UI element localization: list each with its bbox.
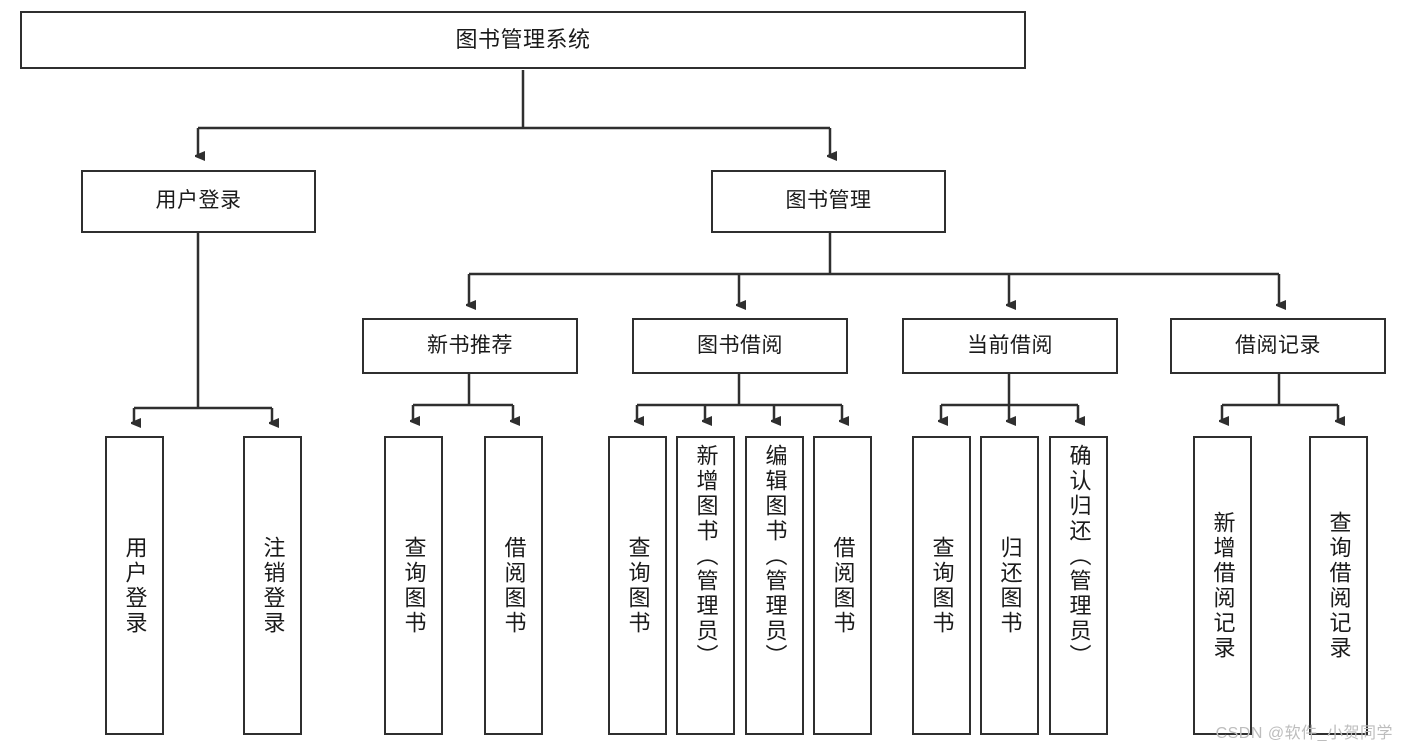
leaf-logout-label: 注销登录 [260,535,286,636]
node-book-borrow[interactable]: 图书借阅 [632,318,848,374]
leaf-query-borrow-record[interactable]: 查询借阅记录 [1309,436,1368,735]
watermark: CSDN @软件_小贺同学 [1215,725,1393,742]
leaf-edit-book-admin[interactable]: 编辑图书（管理员） [745,436,804,735]
leaf-query-book-current-label: 查询图书 [929,535,955,636]
node-user-login[interactable]: 用户登录 [81,170,316,233]
leaf-borrow-book-recommend[interactable]: 借阅图书 [484,436,543,735]
node-user-login-label: 用户登录 [155,189,242,213]
leaf-query-book-borrow[interactable]: 查询图书 [608,436,667,735]
leaf-confirm-return-admin[interactable]: 确认归还（管理员） [1049,436,1108,735]
leaf-add-borrow-record-label: 新增借阅记录 [1210,510,1236,661]
leaf-query-borrow-record-label: 查询借阅记录 [1326,510,1352,661]
node-new-book-recommend[interactable]: 新书推荐 [362,318,578,374]
node-book-management-label: 图书管理 [785,189,872,213]
node-book-management[interactable]: 图书管理 [711,170,946,233]
leaf-return-book[interactable]: 归还图书 [980,436,1039,735]
leaf-query-book-recommend-label: 查询图书 [401,535,427,636]
leaf-query-book-borrow-label: 查询图书 [625,535,651,636]
node-root[interactable]: 图书管理系统 [20,11,1026,69]
leaf-confirm-return-admin-label: 确认归还（管理员） [1066,444,1092,669]
leaf-logout[interactable]: 注销登录 [243,436,302,735]
leaf-borrow-book-label: 借阅图书 [830,535,856,636]
leaf-return-book-label: 归还图书 [997,535,1023,636]
leaf-add-book-admin[interactable]: 新增图书（管理员） [676,436,735,735]
node-current-borrow[interactable]: 当前借阅 [902,318,1118,374]
leaf-borrow-book-recommend-label: 借阅图书 [501,535,527,636]
node-borrow-records-label: 借阅记录 [1235,333,1321,357]
leaf-edit-book-admin-label: 编辑图书（管理员） [762,444,788,669]
leaf-query-book-recommend[interactable]: 查询图书 [384,436,443,735]
node-book-borrow-label: 图书借阅 [697,333,783,357]
leaf-query-book-current[interactable]: 查询图书 [912,436,971,735]
node-new-book-recommend-label: 新书推荐 [427,333,513,357]
leaf-add-book-admin-label: 新增图书（管理员） [693,444,719,669]
leaf-borrow-book[interactable]: 借阅图书 [813,436,872,735]
leaf-user-login-label: 用户登录 [122,535,148,636]
node-current-borrow-label: 当前借阅 [967,333,1053,357]
leaf-add-borrow-record[interactable]: 新增借阅记录 [1193,436,1252,735]
node-borrow-records[interactable]: 借阅记录 [1170,318,1386,374]
node-root-label: 图书管理系统 [455,27,591,53]
leaf-user-login[interactable]: 用户登录 [105,436,164,735]
